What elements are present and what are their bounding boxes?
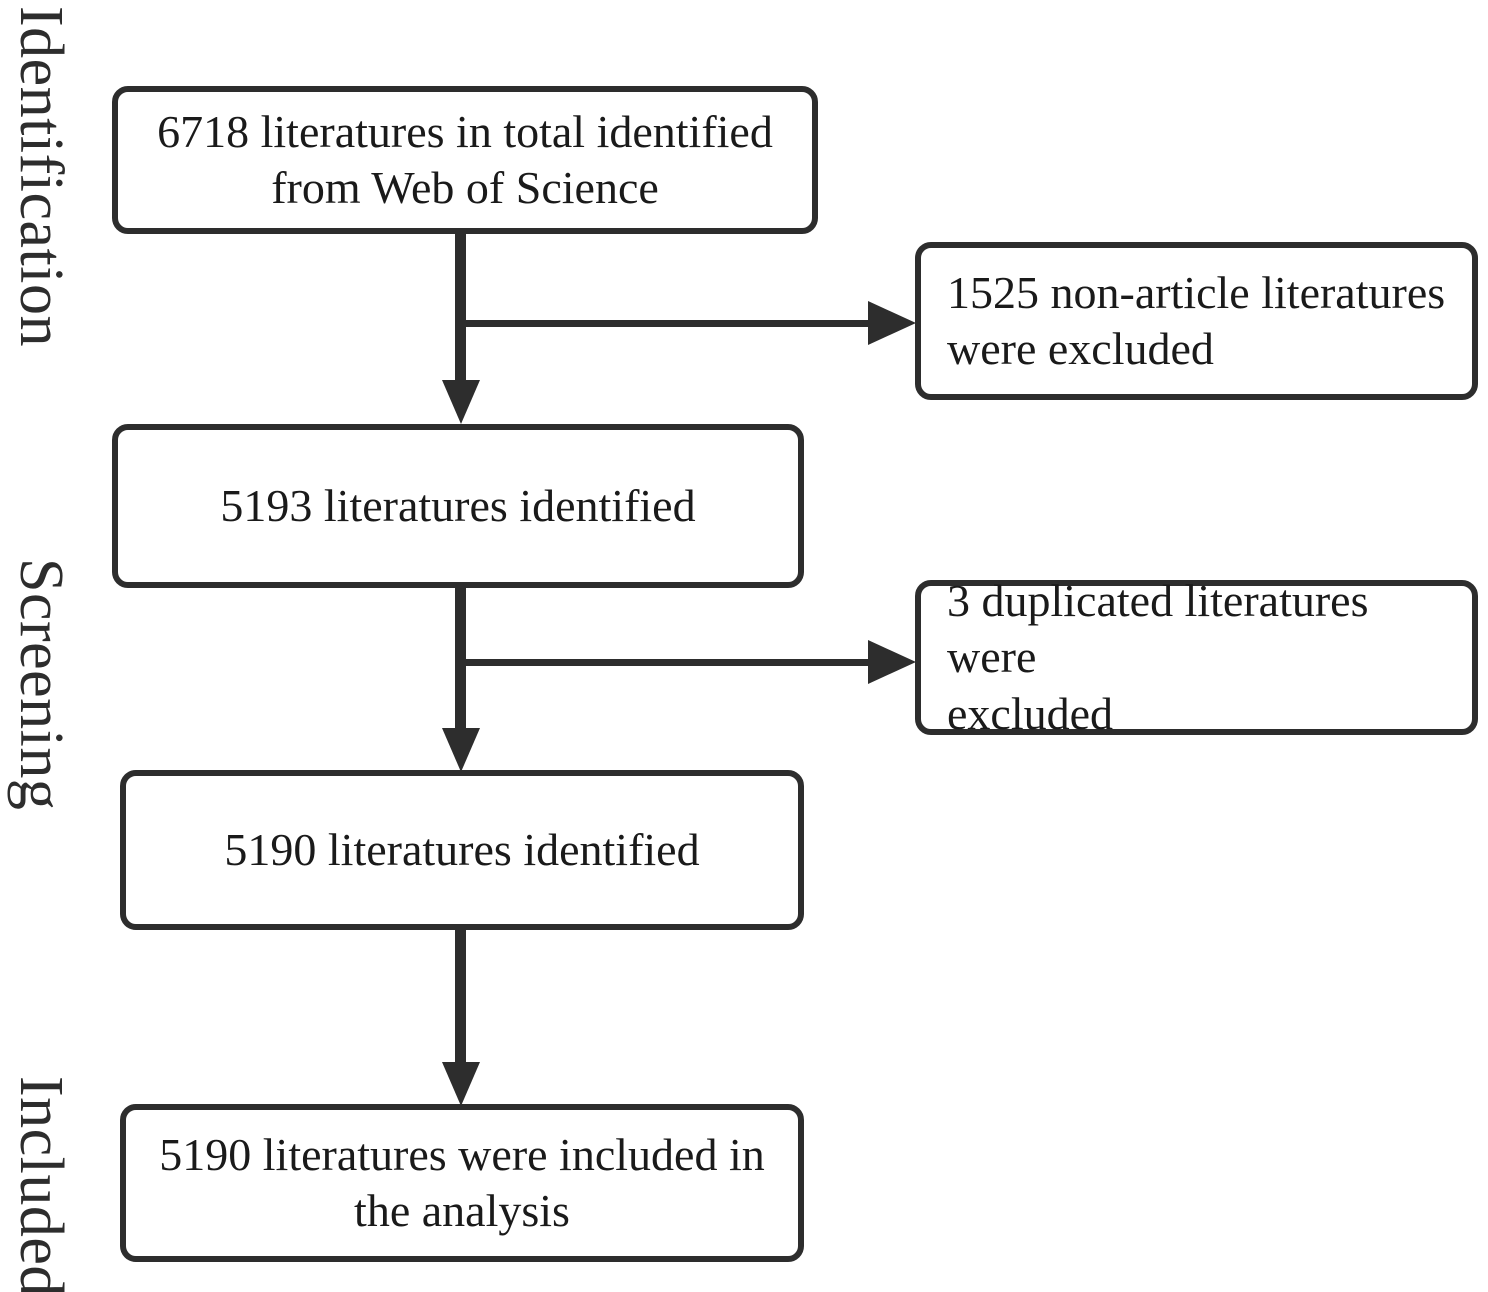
stage-label-identification: Identification [7, 6, 75, 347]
arrow-right-branch-nonarticle [868, 301, 916, 345]
connector-line-box3-to-box4 [455, 928, 466, 1068]
box-excluded-duplicated: 3 duplicated literatures were excluded [915, 575, 1478, 739]
stage-label-included: Included [7, 1076, 75, 1292]
connector-line-box1-to-box2 [455, 232, 466, 382]
box-identified-total: 6718 literatures in total identified fro… [112, 86, 818, 234]
box-excluded-nonarticle: 1525 non-article literatures were exclud… [915, 242, 1478, 400]
box-after-duplicates-text: 5190 literatures identified [224, 823, 700, 875]
stage-label-screening: Screening [7, 558, 75, 811]
box-final-included: 5190 literatures were included in the an… [120, 1104, 804, 1262]
arrow-right-branch-duplicated [868, 640, 916, 684]
box-identified-total-text: 6718 literatures in total identified fro… [157, 105, 773, 213]
connector-line-branch-duplicated [462, 659, 872, 666]
arrow-down-box2-to-box3 [442, 728, 480, 772]
box-after-nonarticle: 5193 literatures identified [112, 424, 804, 588]
arrow-down-box1-to-box2 [442, 380, 480, 424]
box-excluded-duplicated-text: 3 duplicated literatures were excluded [947, 575, 1369, 739]
box-after-duplicates: 5190 literatures identified [120, 770, 804, 930]
arrow-down-box3-to-box4 [442, 1062, 480, 1106]
box-final-included-text: 5190 literatures were included in the an… [159, 1128, 765, 1236]
connector-line-box2-to-box3 [455, 586, 466, 732]
box-after-nonarticle-text: 5193 literatures identified [220, 479, 696, 531]
box-excluded-nonarticle-text: 1525 non-article literatures were exclud… [947, 266, 1446, 374]
connector-line-branch-nonarticle [462, 320, 872, 327]
